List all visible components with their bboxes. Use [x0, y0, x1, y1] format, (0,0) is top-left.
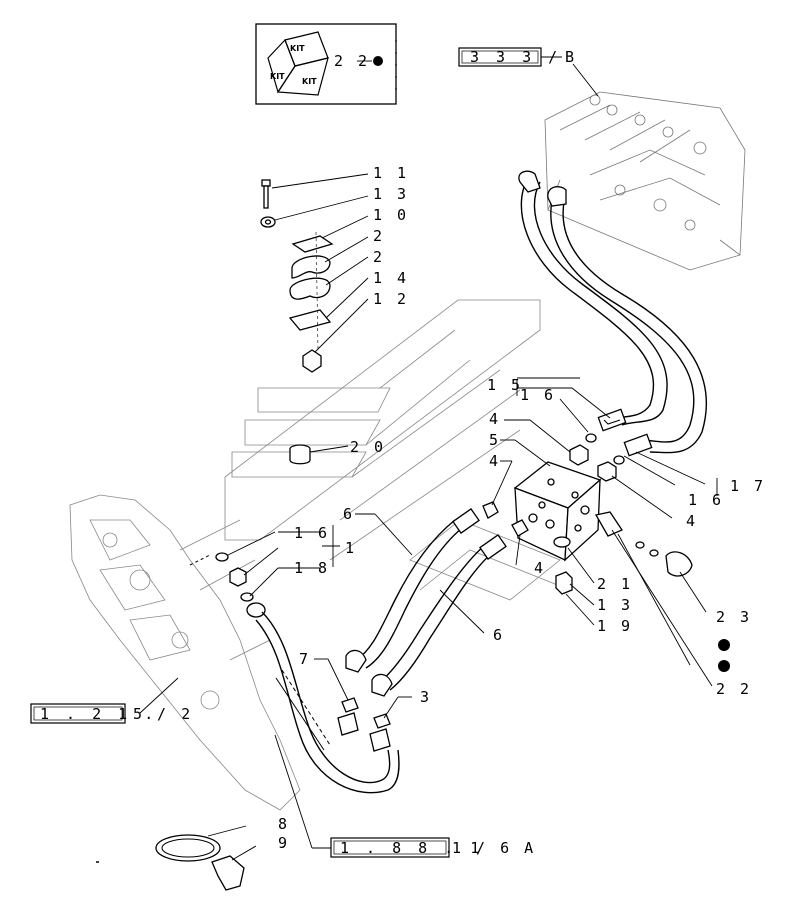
engine-block-ghost	[69, 494, 301, 811]
hose-clip	[155, 834, 245, 891]
manifold-fittings	[482, 433, 693, 595]
kit-cube-icon: KIT KIT KIT	[267, 31, 329, 96]
callout-9: 9	[278, 834, 290, 852]
nut-icon	[302, 349, 322, 373]
clamp-half-upper	[291, 255, 331, 279]
housing-ghost	[224, 299, 571, 601]
control-valve-ghost	[544, 91, 746, 271]
callout-21: 2 1	[597, 575, 633, 593]
clamp-half-lower	[289, 277, 331, 300]
hose-pair-valve	[518, 170, 707, 457]
kit-ref-22: 2 2	[334, 52, 370, 70]
ref-box-top: 3 3 3 / B	[458, 47, 577, 67]
callout-4-lower: 4	[534, 559, 546, 577]
callout-4-upper: 4	[489, 410, 501, 428]
ref-top-suffix: B	[565, 48, 577, 66]
bolt-icon	[261, 179, 271, 209]
filled-dot-icon	[718, 660, 730, 672]
callout-7: 7	[299, 650, 311, 668]
callout-16-right: 1 6	[688, 491, 724, 509]
ref-bottom-suffix: 1 / 6 A	[452, 839, 536, 857]
kit-label-left: KIT	[270, 72, 285, 81]
manifold-block	[513, 461, 602, 562]
callout-22: 2 2	[716, 680, 752, 698]
quick-couplings	[603, 419, 621, 425]
ref-box-left: 1 . 2 1 . 5 / 2	[30, 703, 190, 724]
callout-11: 1 1	[373, 164, 409, 182]
clip-bracket-icon	[211, 855, 245, 891]
hose-pair-6	[345, 508, 507, 697]
callout-15: 1 5	[487, 376, 523, 394]
ref-left-text: 1 . 2 1 .	[40, 705, 157, 723]
check-valve-icon	[594, 511, 623, 537]
left-fittings	[189, 552, 254, 602]
kit-label-top: KIT	[290, 44, 305, 53]
callout-3: 3	[420, 688, 432, 706]
callout-10: 1 0	[373, 206, 409, 224]
callout-2: 2	[373, 227, 385, 245]
callout-6-upper: 6	[343, 505, 355, 523]
callout-13-lower: 1 3	[597, 596, 633, 614]
leader-lines	[207, 377, 718, 861]
fitting-3	[373, 713, 391, 729]
callout-4-middle: 4	[489, 452, 501, 470]
callout-8: 8	[278, 815, 290, 833]
callout-16-left: 1 6	[294, 524, 330, 542]
adapter-icon	[229, 567, 247, 587]
cap-icon	[665, 551, 693, 577]
callout-23: 2 3	[716, 608, 752, 626]
callout-5: 5	[489, 431, 501, 449]
callout-6-lower: 6	[493, 626, 505, 644]
filled-dot-icon	[718, 639, 730, 651]
filled-dot-icon	[373, 56, 383, 66]
callout-2b: 2	[373, 248, 385, 266]
callout-20: 2 0	[350, 438, 386, 456]
ref-top-text: 3 3 3 /	[470, 48, 561, 66]
plug-icon	[289, 444, 311, 465]
callout-labels: 1 1 1 3 1 0 2 2 1 4 1 2 1 5 1 6 4 5 4 2 …	[278, 164, 766, 852]
callout-1: 1	[345, 539, 357, 557]
clamp-plate-bottom	[288, 309, 332, 331]
callout-12: 1 2	[373, 290, 409, 308]
callout-4-right: 4	[686, 512, 698, 530]
ref-box-bottom: 1 . 8 8 . 1 1 / 6 A	[312, 837, 536, 858]
callout-18: 1 8	[294, 559, 330, 577]
kit-box: KIT KIT KIT 2 2	[255, 23, 397, 105]
elbow-fittings	[337, 697, 391, 752]
callout-16-upper: 1 6	[520, 386, 556, 404]
callout-14: 1 4	[373, 269, 409, 287]
clamp-assembly	[260, 179, 334, 373]
callout-17: 1 7	[730, 477, 766, 495]
fitting-7	[341, 697, 359, 713]
clamp-plate-top	[291, 235, 334, 253]
seal-ring-icon	[215, 552, 229, 562]
kit-label-right: KIT	[302, 77, 317, 86]
metal-pipe	[246, 602, 400, 794]
callout-13: 1 3	[373, 185, 409, 203]
clamp-leader-lines	[271, 173, 369, 353]
callout-19: 1 9	[597, 617, 633, 635]
ref-bottom-text: 1 . 8 8 . 1	[340, 839, 483, 857]
